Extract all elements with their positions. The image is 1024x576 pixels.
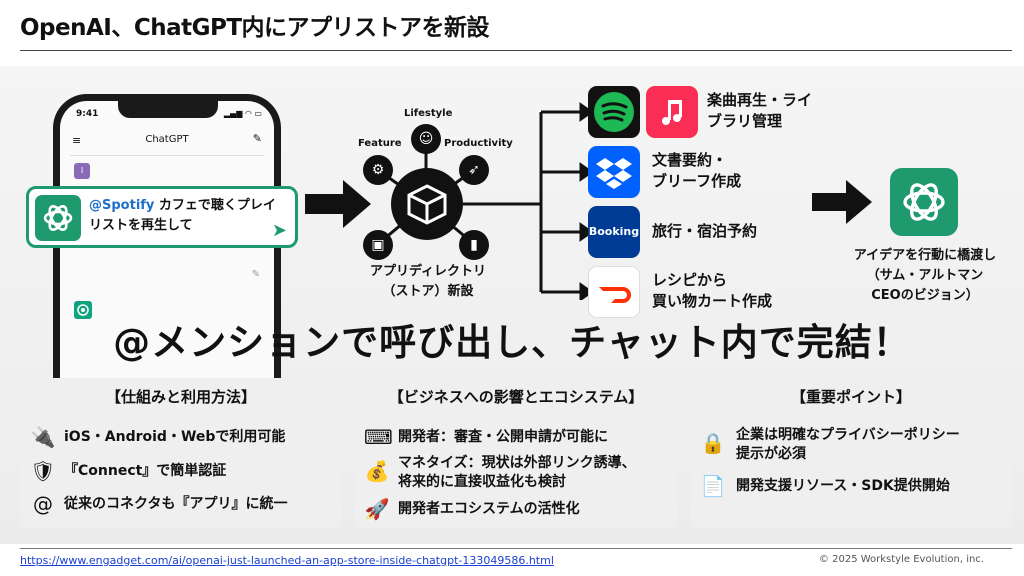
branch-lines [463,102,593,300]
bar-chart-icon: ▮ [459,230,489,260]
panel-title-key-points: 【重要ポイント】 [790,388,911,406]
prompt-message: カフェで聴くプレイリストを再生して [89,198,276,233]
lock-icon: 🔒 [700,431,726,455]
panel-item: 企業は明確なプライバシーポリシー [736,427,960,443]
phone-notch [118,101,218,118]
app-label-docs: 文書要約・ ブリーフ作成 [652,150,741,192]
prompt-bubble: @Spotify カフェで聴くプレイリストを再生して ➤ [26,186,298,248]
app-label-music-line2: ブラリ管理 [707,112,783,130]
arrow-right-icon [305,180,371,228]
rocket-icon: ➶ [459,155,489,185]
panel-item: 将来的に直接収益化も検討 [398,474,566,490]
hub-label: アプリディレクトリ （ストア）新設 [348,262,508,302]
mention-tag: @Spotify [89,198,155,213]
app-label-music: 楽曲再生・ライ ブラリ管理 [707,90,812,132]
app-label-recipe: レシピから 買い物カート作成 [652,270,772,312]
phone-divider [70,155,264,156]
chatgpt-logo-icon [35,195,81,241]
panel-item: 開発者：審査・公開申請が可能に [398,429,608,445]
apple-music-icon [646,86,698,138]
panel-item: 提示が必須 [736,446,806,462]
lifestyle-icon: ☺ [411,124,441,154]
document-icon: 📄 [700,474,726,498]
app-label-music-line1: 楽曲再生・ライ [707,91,813,109]
vision-line2: （サム・アルトマン [866,268,984,283]
satellite-label-lifestyle: Lifestyle [404,108,453,119]
panel-title-mechanism: 【仕組みと利用方法】 [105,388,256,406]
panel-item: 開発者エコシステムの活性化 [398,501,580,517]
source-link[interactable]: https://www.engadget.com/ai/openai-just-… [20,554,554,567]
menu-icon[interactable]: ≡ [72,134,82,147]
chatgpt-mini-icon [74,301,92,319]
dropbox-icon [588,146,640,198]
panel-business: 【ビジネスへの影響とエコシステム】 ⌨ 開発者：審査・公開申請が可能に 💰 マネ… [354,378,678,528]
doordash-icon [588,266,640,318]
title-divider [20,50,1012,51]
hub-label-line1: アプリディレクトリ [369,264,487,279]
app-label-recipe-line1: レシピから [652,271,728,289]
money-bag-icon: 💰 [364,459,390,483]
app-label-docs-line1: 文書要約・ [652,151,728,169]
app-label-travel: 旅行・宿泊予約 [652,222,758,240]
avatar: I [74,163,90,179]
feature-gear-icon: ⚙ [363,155,393,185]
spotify-icon [588,86,640,138]
new-chat-icon[interactable]: ✎ [252,132,262,145]
prompt-text: @Spotify カフェで聴くプレイリストを再生して [89,196,279,236]
booking-logo-text: Booking [588,225,640,238]
briefcase-icon: ▣ [363,230,393,260]
send-icon[interactable]: ➤ [271,220,287,241]
app-directory-hub [391,168,463,240]
page-title: OpenAI、ChatGPT内にアプリストアを新設 [20,15,490,41]
panel-item: マネタイズ：現状は外部リンク誘導、 [398,455,636,471]
footer-divider [20,548,1012,549]
panel-item: 開発支援リソース・SDK提供開始 [736,478,950,494]
status-icons: ▂▄▆ ◠ ▭ [223,109,262,118]
headline: @メンションで呼び出し、チャット内で完結！ [113,321,911,364]
chatgpt-result-logo-icon [890,168,958,236]
booking-icon: Booking [588,206,640,258]
arrow-right-icon-2 [812,180,872,224]
satellite-label-feature: Feature [358,138,402,149]
vision-line3: CEOのビジョン） [871,288,979,303]
copyright: © 2025 Workstyle Evolution, inc. [818,554,984,565]
panel-mechanism: 【仕組みと利用方法】 🔌 iOS・Android・Webで利用可能 🛡 『Con… [20,378,342,528]
plug-icon: 🔌 [30,425,56,449]
vision-line1: アイデアを行動に橋渡し [853,248,997,263]
hub-label-line2: （ストア）新設 [382,284,474,299]
panel-item: iOS・Android・Webで利用可能 [64,429,286,445]
satellite-label-productivity: Productivity [444,138,513,149]
vision-label: アイデアを行動に橋渡し （サム・アルトマン CEOのビジョン） [830,246,1020,306]
app-label-recipe-line2: 買い物カート作成 [652,292,773,310]
edit-icon[interactable]: ✎ [251,269,260,280]
panel-key-points: 【重要ポイント】 🔒 企業は明確なプライバシーポリシー 提示が必須 📄 開発支援… [690,378,1012,528]
status-time: 9:41 [76,109,99,119]
app-label-docs-line2: ブリーフ作成 [652,172,742,190]
at-chat-icon: @ [33,492,53,516]
shield-check-icon: 🛡 [30,459,56,483]
panel-title-business: 【ビジネスへの影響とエコシステム】 [388,388,644,406]
rocket-icon: 🚀 [364,497,390,521]
code-window-icon: ⌨ [364,425,393,449]
panel-item: 『Connect』で簡単認証 [64,463,227,479]
panel-item: 従来のコネクタも『アプリ』に統一 [64,496,288,512]
phone-app-title: ChatGPT [145,134,189,145]
